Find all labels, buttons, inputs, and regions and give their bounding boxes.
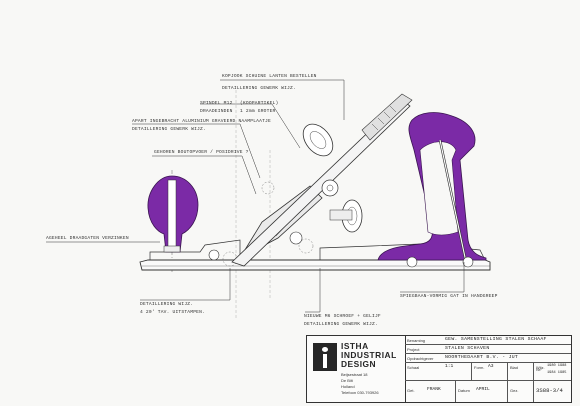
gez-cell: Gez. xyxy=(507,381,533,402)
row-label: Benaming xyxy=(407,338,426,343)
screw-head-1 xyxy=(208,249,220,261)
address-line-1: Beijsestraat 18 xyxy=(341,372,368,377)
titleblock-row-benaming: Benaming GEW. SAMENSTELLING STALEN SCHAA… xyxy=(405,336,571,345)
wijz-dates-2: 1984 1985 xyxy=(547,371,567,375)
construction-circle-2 xyxy=(261,181,275,195)
datum-label: Datum xyxy=(458,388,470,393)
titleblock-row-project: Project STALEN SCHAVEN xyxy=(405,345,571,354)
wijz-label: Wijz. xyxy=(536,365,545,370)
company-logo-box: ISTHA INDUSTRIAL DESIGN Beijsestraat 18 … xyxy=(307,336,406,402)
drawing-number: 3S88-3/4 xyxy=(536,387,563,394)
lever-pivot-inner xyxy=(326,184,334,192)
leader-lines xyxy=(46,79,465,313)
form-label: Form. xyxy=(474,365,485,370)
title-block: ISTHA INDUSTRIAL DESIGN Beijsestraat 18 … xyxy=(306,335,572,403)
address-line-4: Telefoon 030-793926 xyxy=(341,390,379,395)
handle-screw-1 xyxy=(406,256,418,268)
datum-cell: Datum APRIL xyxy=(455,381,507,402)
schaal-value: 1:1 xyxy=(445,364,454,369)
gez-label: Gez. xyxy=(510,388,519,393)
annotation-detail-5: DETAILLERING GEWERK WIJZ. xyxy=(304,322,378,327)
annotation-purchase: KOPJOOK SCHUINE LANTEN BESTELLEN xyxy=(222,74,317,79)
address-line-2: De Bilt xyxy=(341,378,353,383)
annotation-spindle-b: (KOOPARTIKEL) xyxy=(240,101,279,106)
titleblock-row-client: Opdrachtgever NOORTHEDAART B.V. - JUT xyxy=(405,354,571,363)
form-value: A3 xyxy=(488,364,494,369)
annotation-spindle-a: SPINDEL M12 xyxy=(200,101,233,106)
knob-bolt xyxy=(167,179,177,253)
construction-circle-3 xyxy=(298,238,314,254)
annotation-detail-4: 4 20' TAV. UITSTAMPEN. xyxy=(140,310,206,315)
titleblock-row-scale: Schaal 1:1 Form. A3 Blad Wijz. 1980 1988… xyxy=(405,363,571,381)
annotation-thread-a: DRAADEINDEN xyxy=(200,109,233,114)
body-side-right xyxy=(319,243,486,261)
wijz-dates-1: 1980 1988 xyxy=(547,364,567,368)
row-label: Project xyxy=(407,347,420,352)
annotation-detail-1: DETAILLERING GEWERK WIJZ. xyxy=(222,86,296,91)
body-side-left xyxy=(149,239,241,260)
annotation-bolt: GEHOREN BOUTOPVOER / POSIDRIVE ? xyxy=(154,150,249,155)
row-label: Opdrachtgever xyxy=(407,356,434,361)
adjust-screw xyxy=(329,209,353,221)
cap-knob xyxy=(302,123,334,157)
logo-line-2: INDUSTRIAL xyxy=(341,350,397,360)
address-line-3: Holland xyxy=(341,384,355,389)
plane-sole xyxy=(139,259,491,271)
handle-grip-hole xyxy=(419,141,459,236)
annotation-thread-b: 1 2mm GROTER xyxy=(240,109,276,114)
istha-logo-icon xyxy=(313,343,337,371)
blad-label: Blad xyxy=(510,365,519,370)
annotation-screw: NIEUWE M6 SCHROEF + GELIJF xyxy=(304,314,381,319)
logo-line-1: ISTHA xyxy=(341,341,369,351)
blad-cell: Blad xyxy=(507,363,533,380)
row-value: STALEN SCHAVEN xyxy=(445,346,490,351)
row-value: GEW. SAMENSTELLING STALEN SCHAAF xyxy=(445,337,547,342)
annotation-detail-3: DETAILLERING WIJZ. xyxy=(140,302,194,307)
form-cell: Form. A3 xyxy=(471,363,507,380)
logo-line-3: DESIGN xyxy=(341,359,377,369)
plane-iron xyxy=(231,99,411,267)
iron-top xyxy=(361,93,413,141)
titleblock-row-drawn: Get. FRANK Datum APRIL Gez. Nr. 3S88-3/4 xyxy=(405,367,573,402)
nr-cell: Nr. 3S88-3/4 xyxy=(533,367,573,402)
lever-pivot xyxy=(321,179,339,197)
schaal-label: Schaal xyxy=(407,365,420,370)
annotation-aluminium: APART INGEBRACHT ALUMINIUM GRAVEERD NAAM… xyxy=(132,119,271,124)
get-label: Get. xyxy=(407,388,415,393)
row-value: NOORTHEDAART B.V. - JUT xyxy=(445,355,519,360)
knob-nut xyxy=(163,245,181,253)
cap-knob-inner xyxy=(309,131,327,149)
nr-label: Nr. xyxy=(536,367,542,372)
annotation-handgrip: SPIEGBAAN-VORMIG GAT IN HANDGREEP xyxy=(400,294,498,299)
get-value: FRANK xyxy=(427,387,441,392)
annotation-knob-bolt: AGEHEEL DRAADGATEN VERZINKEN xyxy=(46,236,129,241)
handle-screw-2 xyxy=(462,256,474,268)
datum-value: APRIL xyxy=(476,387,490,392)
screw-head-2 xyxy=(289,231,303,245)
annotation-detail-2: DETAILLERING GEWERK WIJZ. xyxy=(132,127,206,132)
wijz-cell: Wijz. 1980 1988 1984 1985 xyxy=(533,363,573,380)
iron-slots xyxy=(371,105,397,131)
